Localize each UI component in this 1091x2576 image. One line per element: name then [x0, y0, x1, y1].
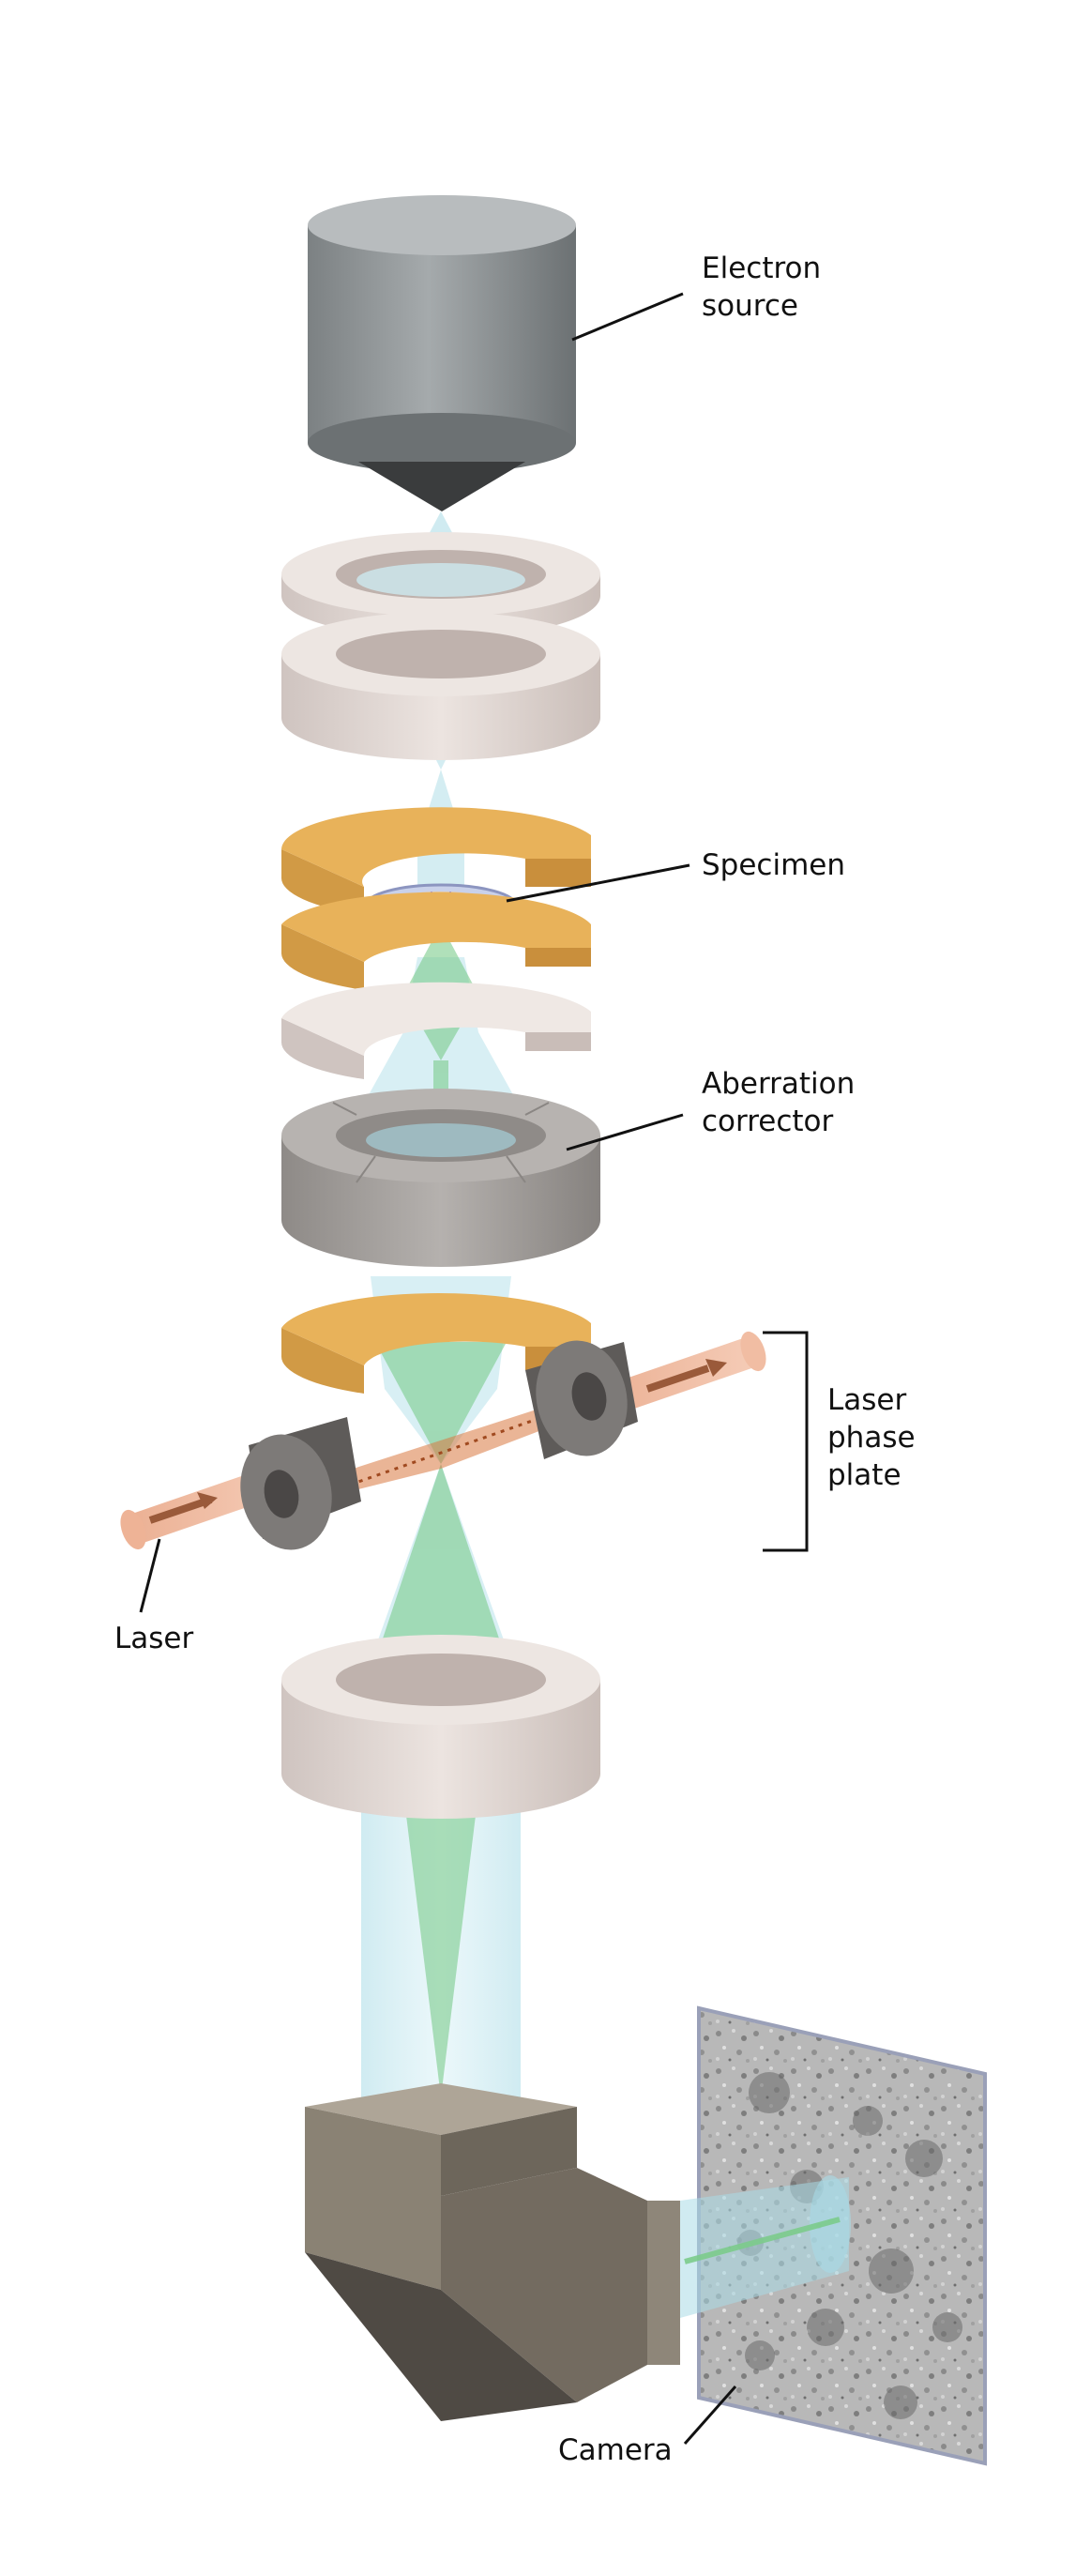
aberration-corrector [281, 1089, 600, 1267]
electron-source-leader [571, 292, 684, 342]
camera [305, 2083, 680, 2421]
laser-phase-plate [120, 1331, 766, 1550]
objective-aperture [280, 982, 591, 1079]
projector-lens [281, 1635, 600, 1819]
condenser-lens-2 [281, 612, 600, 760]
micrograph-screen [680, 2005, 987, 2466]
left-mirror [240, 1417, 361, 1550]
intermediate-lens [280, 1293, 591, 1394]
laser-phase-plate-label-line-2: phase [827, 1421, 916, 1455]
laser-phase-plate-label-line-3: plate [827, 1458, 902, 1492]
laser-phase-plate-bracket [763, 1331, 809, 1552]
electron-source-label-line-1: Electron [702, 252, 822, 285]
laser-beam-out [596, 1331, 766, 1417]
laser-leader [139, 1538, 161, 1613]
laser-phase-plate-label: Laser phase plate [827, 1381, 916, 1494]
camera-label: Camera [558, 2433, 673, 2467]
electron-source-label: Electron source [702, 250, 821, 325]
electron-source [308, 195, 576, 511]
aberration-corrector-leader [566, 1113, 684, 1151]
specimen-leader [506, 863, 690, 903]
objective-lower [280, 892, 591, 990]
electron-source-label-line-2: source [702, 289, 798, 323]
leader-lines [139, 292, 809, 2445]
specimen-label: Specimen [702, 848, 846, 882]
laser-label: Laser [114, 1622, 194, 1655]
aberration-corrector-label-line-1: Aberration [702, 1067, 856, 1101]
aberration-corrector-label-line-2: corrector [702, 1105, 834, 1138]
aberration-corrector-label: Aberration corrector [702, 1065, 855, 1140]
laser-phase-plate-label-line-1: Laser [827, 1383, 907, 1417]
camera-leader [683, 2385, 737, 2445]
right-mirror [525, 1340, 638, 1459]
objective-upper [280, 807, 591, 915]
